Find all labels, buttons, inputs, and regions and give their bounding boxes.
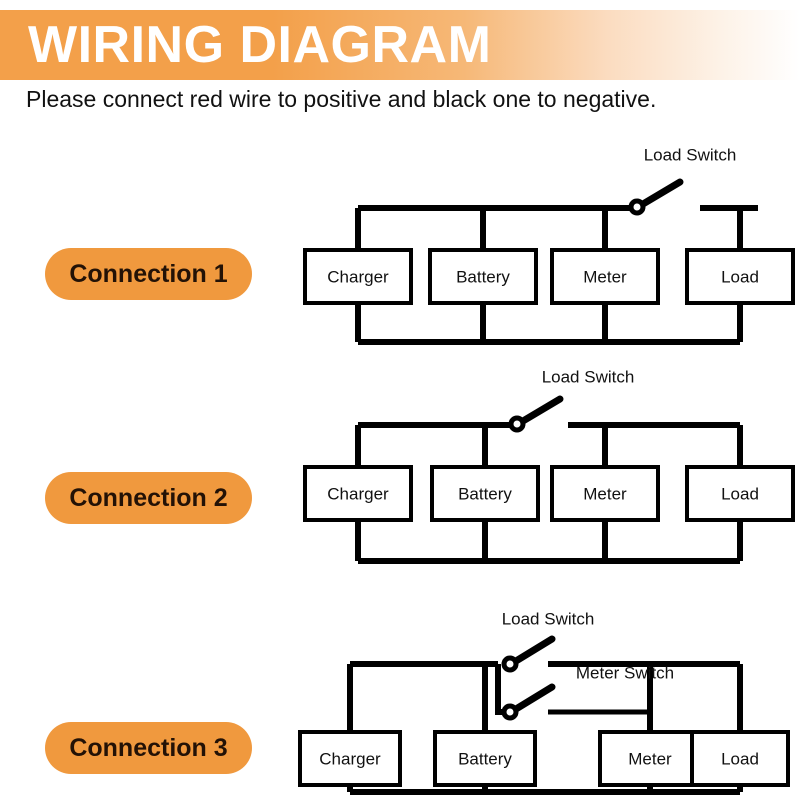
meter-switch-label: Meter Switch [576,663,674,682]
load-switch-lever[interactable] [512,635,556,665]
component-label-load: Load [721,267,759,286]
component-label-battery: Battery [456,267,510,286]
component-box-battery [433,730,537,787]
component-box-load [685,465,795,522]
meter-switch-pivot[interactable] [501,703,519,721]
component-label-load: Load [721,484,759,503]
component-label-battery: Battery [458,749,512,768]
component-label-meter: Meter [628,749,672,768]
load-switch-pivot[interactable] [501,655,519,673]
page-subtitle: Please connect red wire to positive and … [26,86,657,112]
load-switch-label: Load Switch [502,609,595,628]
component-box-meter [550,248,660,305]
badge-connection-2: Connection 2 [45,472,252,524]
diagram-connection-2: Charger Battery Meter Load Load Switch [280,367,800,573]
component-label-meter: Meter [583,484,627,503]
meter-switch-lever[interactable] [512,683,556,713]
component-box-meter [550,465,660,522]
component-label-meter: Meter [583,267,627,286]
diagram-connection-1: Charger Battery Meter Load Load Switch [280,140,800,350]
component-box-charger [298,730,402,787]
load-switch-pivot[interactable] [628,198,646,216]
component-box-battery [428,248,538,305]
component-box-load [685,248,795,305]
component-box-load [690,730,790,787]
load-switch-pivot[interactable] [508,415,526,433]
component-label-battery: Battery [458,484,512,503]
page-title: WIRING DIAGRAM [28,16,492,74]
component-box-charger [303,465,413,522]
load-switch-label: Load Switch [644,145,737,164]
header-banner [0,10,800,80]
badge-connection-3: Connection 3 [45,722,252,774]
component-label-charger: Charger [327,267,389,286]
load-switch-lever[interactable] [519,395,564,425]
component-label-load: Load [721,749,759,768]
diagram-connection-3: Charger Battery Meter Load Load Switch M… [280,609,800,800]
component-box-charger [303,248,413,305]
load-switch-lever[interactable] [639,178,684,208]
component-box-battery [430,465,540,522]
load-switch-label: Load Switch [542,367,635,386]
component-box-meter [598,730,702,787]
badge-connection-1: Connection 1 [45,248,252,300]
component-label-charger: Charger [319,749,381,768]
component-label-charger: Charger [327,484,389,503]
